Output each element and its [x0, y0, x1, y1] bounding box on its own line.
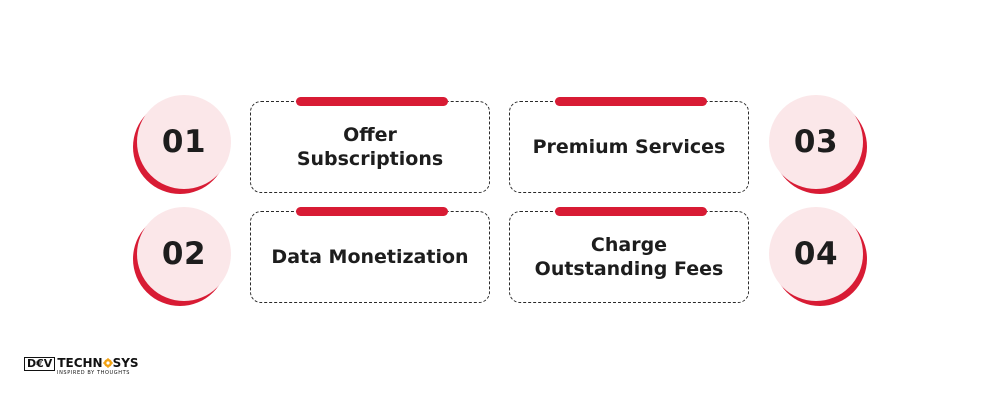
logo-tagline: INSPIRED BY THOUGHTS	[57, 370, 131, 376]
card-accent-bar	[555, 97, 707, 106]
number-label: 03	[793, 124, 839, 160]
card-accent-bar	[296, 97, 448, 106]
card-premium-services: Premium Services	[509, 97, 749, 193]
card-offer-subscriptions: Offer Subscriptions	[250, 97, 490, 193]
number-label: 02	[161, 236, 207, 272]
card-accent-bar	[296, 207, 448, 216]
number-circle-03: 03	[769, 95, 863, 189]
card-label: Offer Subscriptions	[296, 124, 444, 170]
number-label: 04	[793, 236, 839, 272]
card-data-monetization: Data Monetization	[250, 207, 490, 303]
logo-text-right: SYS	[112, 356, 139, 370]
card-label: Data Monetization	[271, 246, 469, 268]
logo-box: D€V	[24, 357, 56, 371]
number-circle-04: 04	[769, 207, 863, 301]
number-circle-02: 02	[137, 207, 231, 301]
gear-icon	[102, 357, 113, 368]
card-accent-bar	[555, 207, 707, 216]
logo-text-left: TECHN	[57, 356, 103, 370]
number-label: 01	[161, 124, 207, 160]
card-label: Premium Services	[532, 136, 726, 158]
card-label: Charge Outstanding Fees	[534, 234, 724, 280]
card-charge-outstanding-fees: Charge Outstanding Fees	[509, 207, 749, 303]
number-circle-01: 01	[137, 95, 231, 189]
